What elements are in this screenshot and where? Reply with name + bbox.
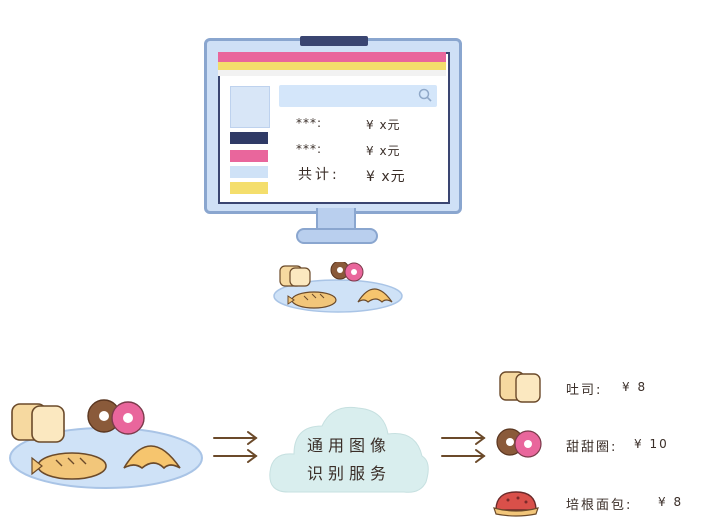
donut-icon bbox=[496, 428, 542, 458]
result-donut-name: 甜甜圈: bbox=[566, 440, 618, 455]
screen-sidebar-item-blue bbox=[230, 166, 268, 178]
arrow-right-icon bbox=[213, 431, 258, 463]
screen-total-price: ¥ x元 bbox=[366, 169, 406, 185]
bread-plate-large-illustration bbox=[9, 399, 203, 489]
screen-row-1-name: ***: bbox=[296, 116, 323, 130]
result-bacon-bread-name: 培根面包: bbox=[566, 498, 633, 513]
screen-row-2-price: ¥ x元 bbox=[366, 144, 401, 158]
screen-total-label: 共计: bbox=[298, 167, 340, 183]
recognition-service-cloud bbox=[269, 406, 429, 493]
screen-sidebar-item-yellow bbox=[230, 182, 268, 194]
monitor-neck bbox=[316, 208, 356, 230]
screen-row-1-price: ¥ x元 bbox=[366, 118, 401, 132]
monitor-base bbox=[296, 228, 378, 244]
search-icon bbox=[418, 88, 432, 102]
arrow-right-icon-2 bbox=[441, 431, 486, 463]
screen-sidebar-item-navy bbox=[230, 132, 268, 144]
monitor-camera-bar bbox=[300, 36, 368, 46]
service-title-line-2: 识别服务 bbox=[306, 464, 391, 483]
bacon-bread-icon bbox=[493, 491, 539, 517]
screen-header-yellow-bar bbox=[218, 62, 446, 70]
bread-plate-small-illustration bbox=[273, 262, 403, 313]
toast-icon bbox=[499, 371, 541, 403]
screen-row-2-name: ***: bbox=[296, 142, 323, 156]
screen-header-pink-bar bbox=[218, 52, 446, 62]
monitor-screen bbox=[218, 52, 450, 204]
result-donut-price: ¥ 10 bbox=[634, 437, 669, 451]
screen-search-box bbox=[279, 85, 437, 107]
screen-sidebar-panel bbox=[230, 86, 270, 128]
result-toast-price: ¥ 8 bbox=[622, 380, 648, 394]
screen-header-gray-bar bbox=[218, 70, 446, 76]
result-bacon-bread-price: ¥ 8 bbox=[658, 495, 684, 509]
service-title-line-1: 通用图像 bbox=[306, 436, 391, 455]
screen-sidebar-item-pink bbox=[230, 150, 268, 162]
result-toast-name: 吐司: bbox=[566, 383, 603, 398]
